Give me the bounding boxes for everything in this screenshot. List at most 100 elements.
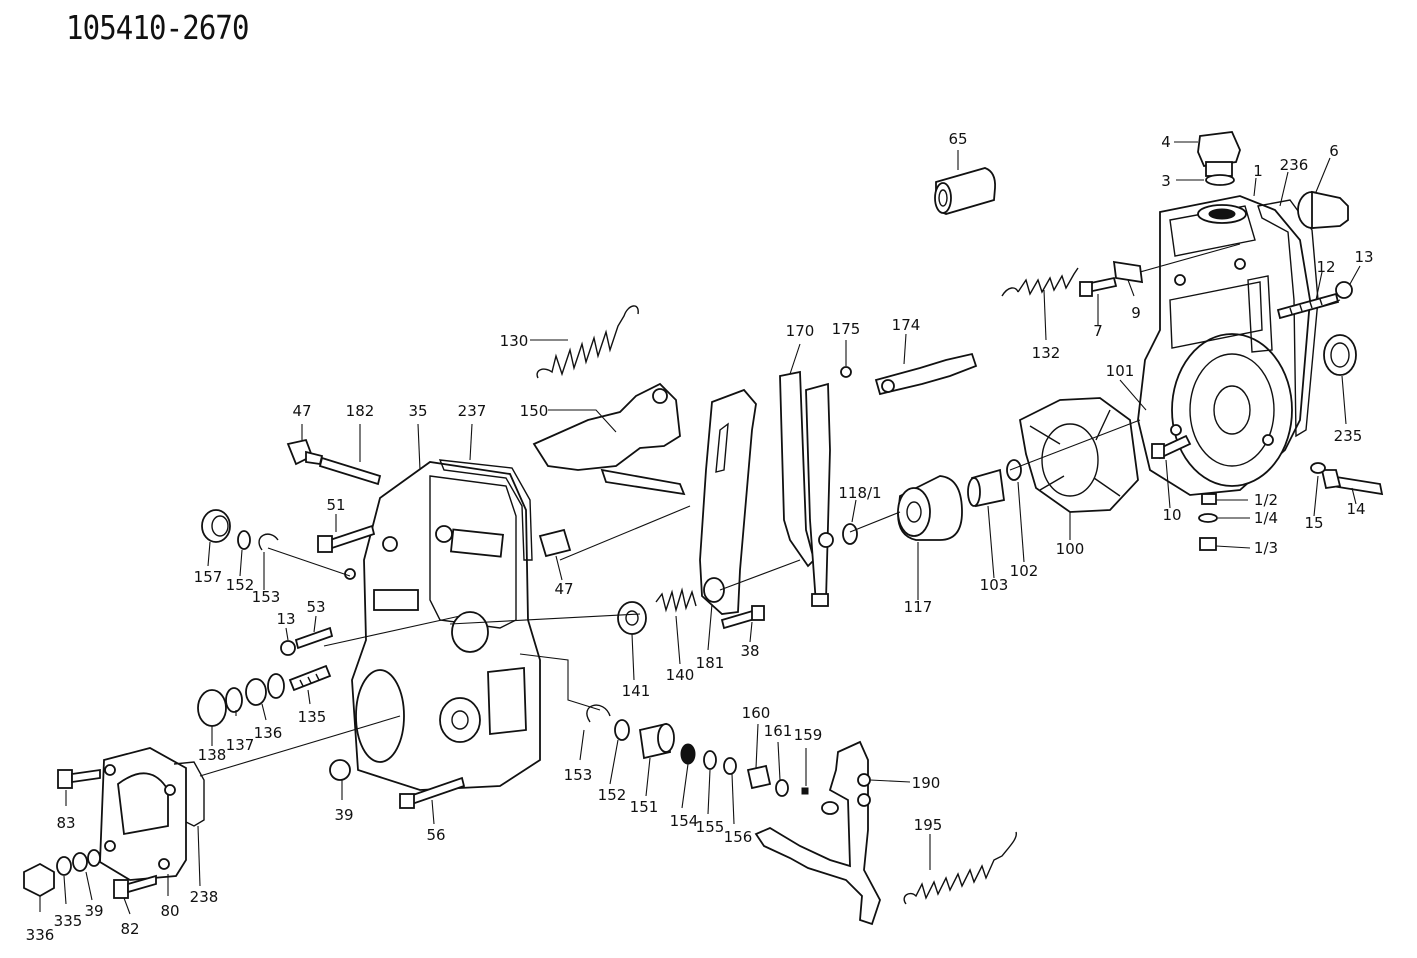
part-151-bushing (638, 722, 675, 760)
part-160-collar (746, 764, 772, 790)
part-152-o-ring-lower (614, 719, 630, 741)
part-155-washer (703, 750, 717, 770)
part-label-238: 238 (190, 888, 219, 906)
part-label-6: 6 (1329, 142, 1339, 160)
part-label-153: 153 (252, 588, 281, 606)
part-label-1-3: 1/3 (1254, 539, 1278, 557)
part-53-bolt (294, 626, 334, 650)
part-label-132: 132 (1032, 344, 1061, 362)
part-label-7: 7 (1093, 322, 1103, 340)
part-15-washer (1310, 462, 1326, 474)
part-label-47: 47 (292, 402, 311, 420)
part-label-155: 155 (696, 818, 725, 836)
part-336-cap-nut (23, 862, 55, 898)
part-136-washer (267, 673, 285, 699)
part-237-gasket (438, 459, 533, 561)
part-label-12: 12 (1316, 258, 1335, 276)
part-label-152: 152 (226, 576, 255, 594)
part-label-83: 83 (56, 814, 75, 832)
part-1-3-screw (1199, 537, 1217, 551)
part-159-pin (801, 787, 809, 795)
part-47-screw-lower (538, 528, 572, 558)
part-190-control-lever (754, 740, 881, 926)
part-label-101: 101 (1106, 362, 1135, 380)
part-label-13: 13 (276, 610, 295, 628)
part-label-65: 65 (948, 130, 967, 148)
part-label-175: 175 (832, 320, 861, 338)
part-4-plug (1197, 131, 1241, 177)
part-label-152: 152 (598, 786, 627, 804)
part-175-screw (840, 366, 852, 378)
part-label-51: 51 (326, 496, 345, 514)
part-label-9: 9 (1131, 304, 1141, 322)
part-182-pin (318, 456, 382, 486)
part-65-sleeve (934, 167, 996, 215)
part-label-3: 3 (1161, 172, 1171, 190)
part-label-160: 160 (742, 704, 771, 722)
part-6-screw-plug (1297, 190, 1349, 229)
part-80-cover (99, 747, 187, 881)
part-label-181: 181 (696, 654, 725, 672)
part-56-screw (399, 776, 466, 809)
part-13-nut-lower (280, 640, 296, 656)
part-170-tension-lever (779, 370, 834, 607)
part-label-56: 56 (426, 826, 445, 844)
part-335-washer (56, 856, 72, 876)
part-157-plug (201, 509, 231, 543)
part-label-159: 159 (794, 726, 823, 744)
part-label-15: 15 (1304, 514, 1323, 532)
part-label-47: 47 (554, 580, 573, 598)
part-238-gasket (173, 761, 205, 827)
part-51-screw (317, 524, 376, 553)
part-38-screw (720, 605, 765, 630)
part-label-82: 82 (120, 920, 139, 938)
part-label-141: 141 (622, 682, 651, 700)
part-label-151: 151 (630, 798, 659, 816)
leader-lines (39, 141, 1361, 915)
part-83-screw (57, 768, 101, 789)
part-152-o-ring-upper (237, 530, 251, 550)
part-label-336: 336 (26, 926, 55, 944)
part-47-screw-upper (286, 438, 324, 466)
part-label-39: 39 (334, 806, 353, 824)
part-label-135: 135 (298, 708, 327, 726)
part-39-nut-small (72, 852, 88, 872)
part-label-236: 236 (1280, 156, 1309, 174)
assembly-lines (199, 243, 1341, 777)
part-103-sleeve (967, 468, 1006, 508)
part-181-guide-lever (699, 388, 757, 615)
part-label-13: 13 (1354, 248, 1373, 266)
part-label-1: 1 (1253, 162, 1263, 180)
part-label-335: 335 (54, 912, 83, 930)
part-label-80: 80 (160, 902, 179, 920)
part-102-washer (1006, 459, 1022, 481)
part-136-nut (245, 678, 267, 706)
part-label-157: 157 (194, 568, 223, 586)
part-label-4: 4 (1161, 133, 1171, 151)
part-label-100: 100 (1056, 540, 1085, 558)
part-label-1-2: 1/2 (1254, 491, 1278, 509)
part-label-140: 140 (666, 666, 695, 684)
part-label-182: 182 (346, 402, 375, 420)
part-137-washer (225, 687, 243, 713)
part-label-10: 10 (1162, 506, 1181, 524)
part-7-screw (1079, 276, 1118, 297)
part-39-nut (329, 759, 351, 781)
part-label-118-1: 118/1 (838, 484, 881, 502)
part-label-235: 235 (1334, 427, 1363, 445)
part-154-seal (680, 743, 696, 765)
part-1-4-washer (1198, 513, 1218, 523)
part-10-screw (1151, 434, 1192, 460)
part-label-195: 195 (914, 816, 943, 834)
part-label-137: 137 (226, 736, 255, 754)
part-label-154: 154 (670, 812, 699, 830)
part-118-1-shim (842, 523, 858, 545)
part-150-lever (532, 382, 686, 496)
diagram-title: 105410-2670 (66, 8, 250, 47)
part-label-174: 174 (892, 316, 921, 334)
part-label-35: 35 (408, 402, 427, 420)
part-1-2-screw (1201, 493, 1217, 505)
part-195-spring (903, 831, 1017, 905)
part-153-circlip-lower (586, 704, 611, 723)
